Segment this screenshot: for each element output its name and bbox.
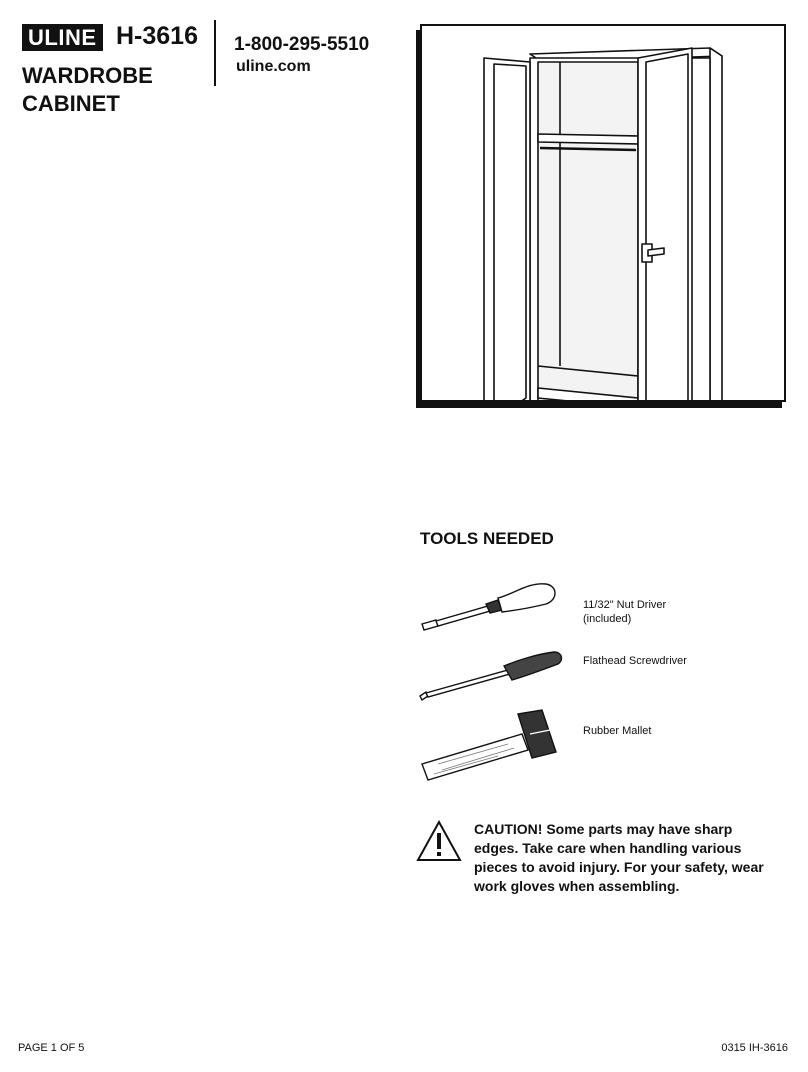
header-divider [214,20,216,86]
model-number: H-3616 [116,22,198,50]
warning-icon [416,820,462,861]
title-line-1: WARDROBE [22,63,153,88]
tool-label-nut-driver: 11/32" Nut Driver (included) [583,599,667,625]
wardrobe-cabinet-illustration [483,47,723,400]
flathead-screwdriver-icon [419,651,563,702]
product-image-frame [420,24,786,402]
phone-number: 1-800-295-5510 [234,34,370,55]
document-code: 0315 IH-3616 [721,1042,788,1054]
tools-needed-heading: TOOLS NEEDED [420,529,554,548]
nut-driver-icon [421,583,556,631]
rubber-mallet-icon [421,709,557,781]
uline-logo: ULINE [22,24,103,51]
page-number: PAGE 1 OF 5 [18,1042,85,1054]
product-title: WARDROBE CABINET [22,62,153,118]
tool-label-rubber-mallet: Rubber Mallet [583,725,652,737]
website-link[interactable]: uline.com [236,58,311,75]
caution-message: CAUTION! Some parts may have sharp edges… [474,821,764,894]
title-line-2: CABINET [22,91,120,116]
tool-label-flathead-screwdriver: Flathead Screwdriver [583,655,687,667]
